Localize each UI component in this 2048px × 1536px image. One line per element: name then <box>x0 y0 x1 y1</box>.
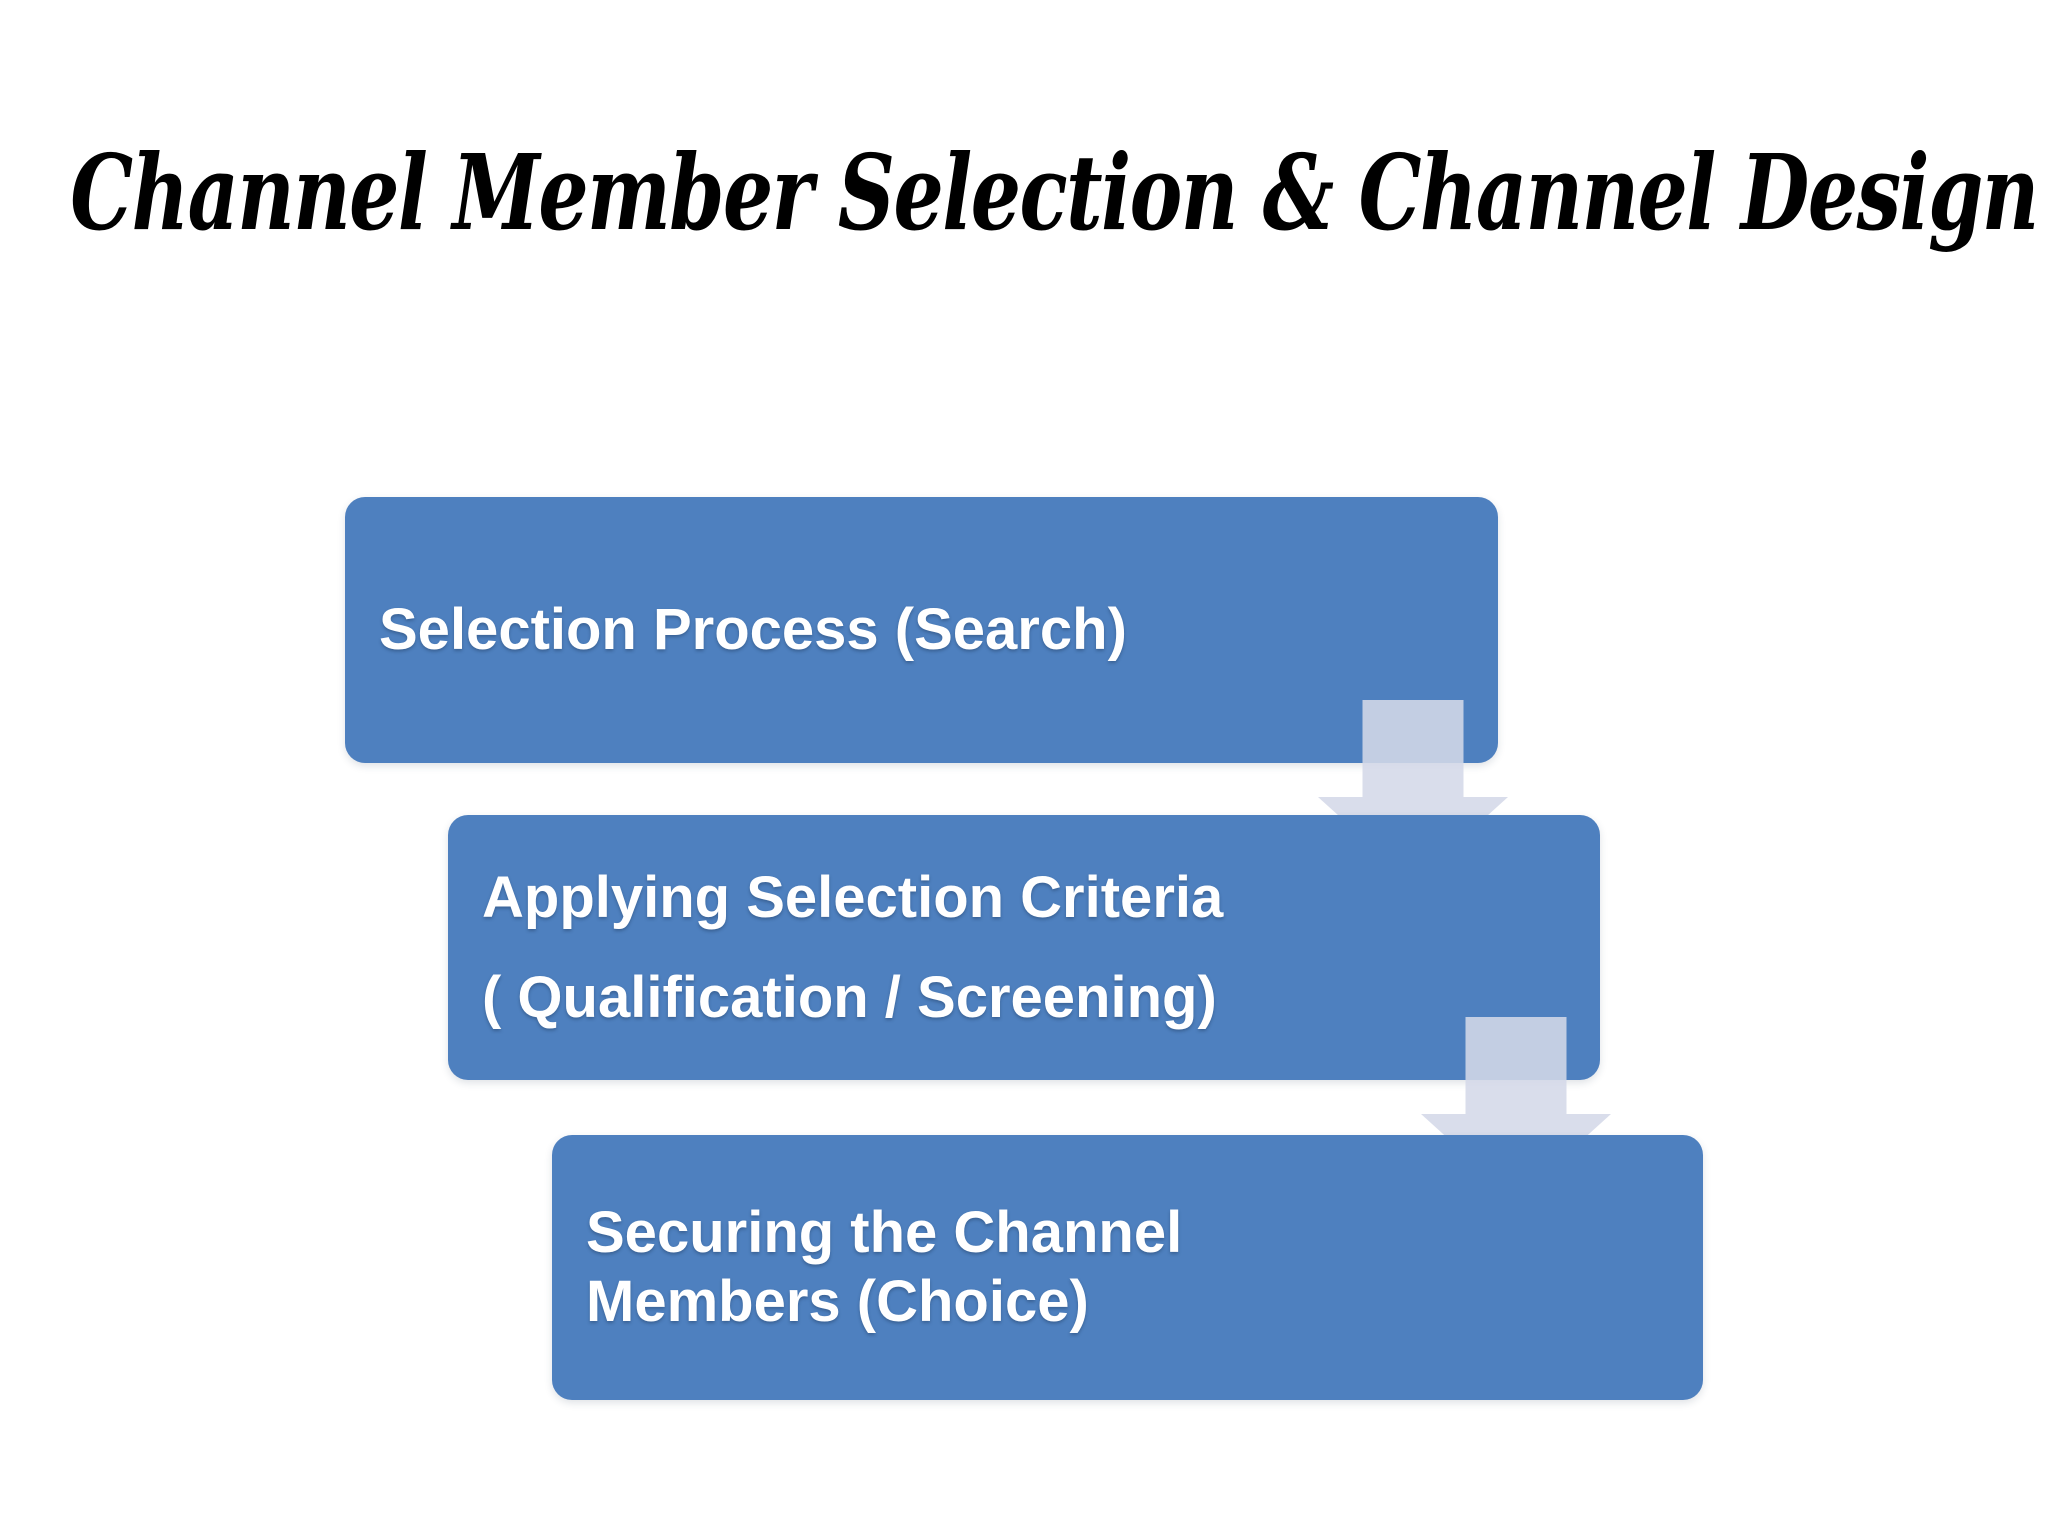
flow-box-securing-members-text-line2: Members (Choice) <box>586 1269 1089 1334</box>
flow-box-selection-process: Selection Process (Search) <box>345 497 1498 763</box>
flow-box-applying-selection-criteria: Applying Selection Criteria ( Qualificat… <box>448 815 1600 1080</box>
flow-box-securing-channel-members: Securing the Channel Members (Choice) <box>552 1135 1703 1400</box>
flow-box-selection-process-text: Selection Process (Search) <box>379 597 1127 662</box>
flow-box-securing-members-text-line1: Securing the Channel <box>586 1200 1183 1265</box>
slide-title: Channel Member Selection & Channel Desig… <box>70 131 2039 254</box>
flow-box-applying-criteria-text-line1: Applying Selection Criteria <box>482 864 1224 930</box>
flow-box-applying-criteria-text-line2: ( Qualification / Screening) <box>482 964 1217 1030</box>
